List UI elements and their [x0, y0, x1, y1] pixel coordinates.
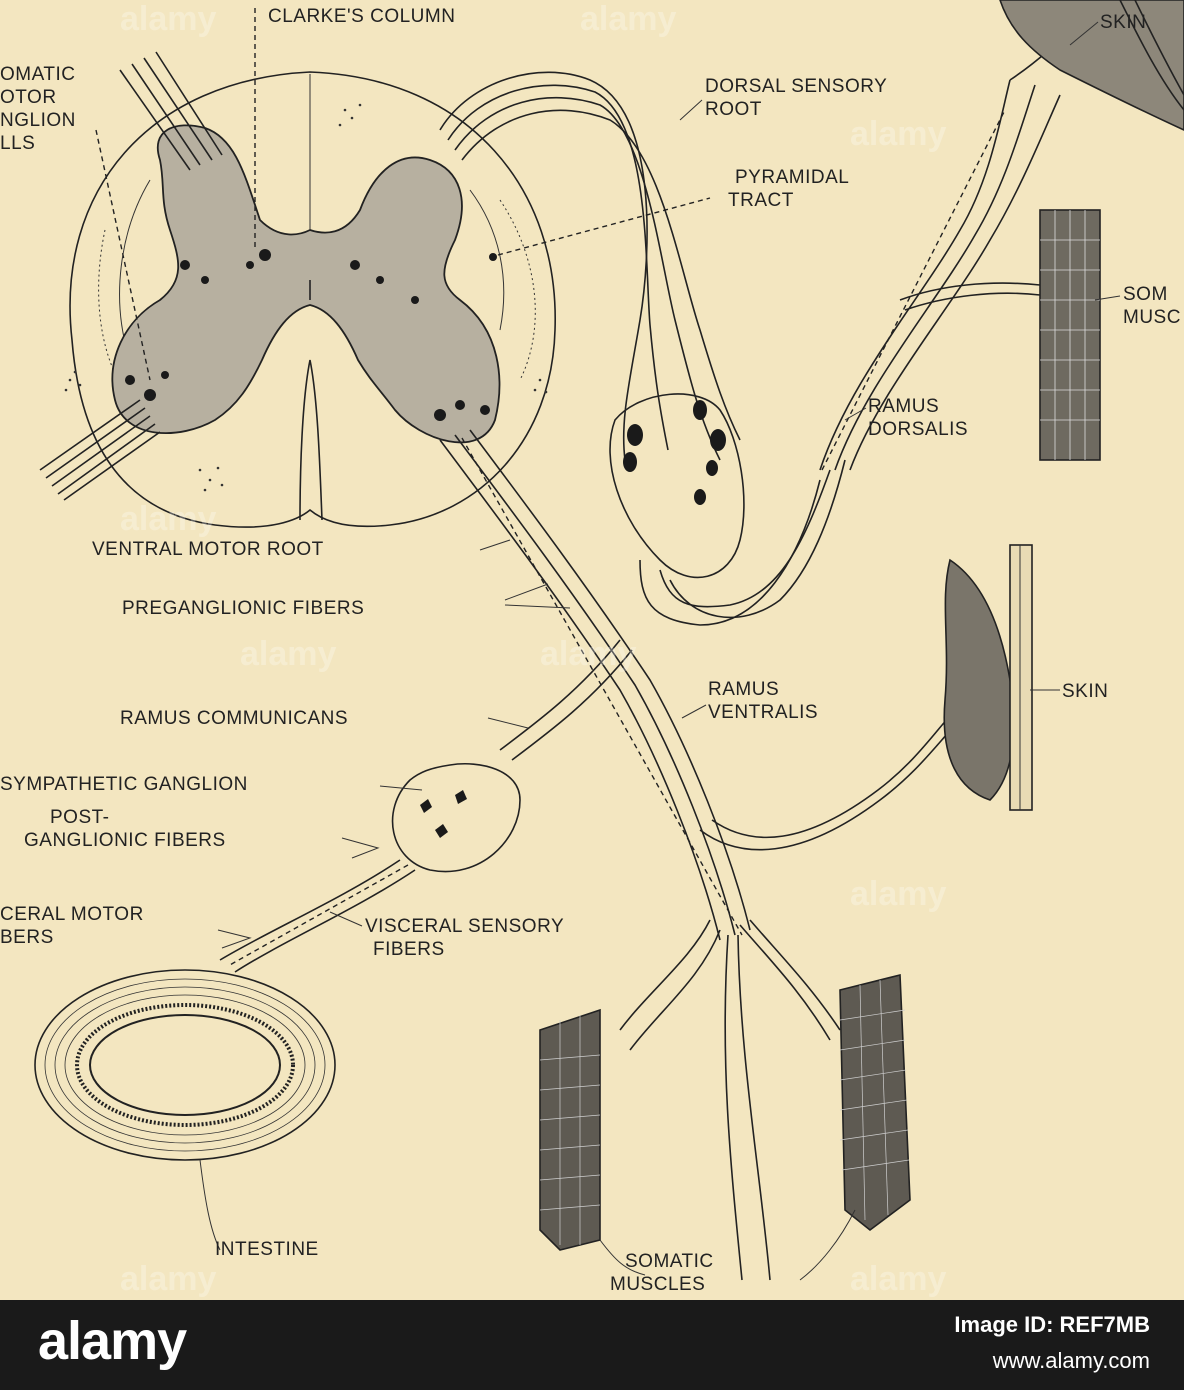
watermark: alamy: [850, 875, 946, 913]
lower-branches: [619, 919, 841, 1281]
ventral-root-left: [39, 399, 161, 501]
brand-logo: alamy: [38, 1311, 187, 1371]
label-intestine: INTESTINE: [215, 1239, 319, 1260]
grey-matter: [111, 124, 501, 444]
label-skin-top: SKIN: [1100, 12, 1146, 33]
label-somatic-muscles-1: SOMATIC: [625, 1251, 714, 1272]
clarkes-column-cell: [246, 261, 254, 269]
ganglion-cell: [706, 460, 718, 476]
motor-ganglion-cell: [125, 375, 135, 385]
ganglion-cell: [623, 452, 637, 472]
watermark: alamy: [240, 635, 336, 673]
somatic-muscle-right: [1039, 209, 1101, 461]
label-somatic-motor-3: NGLION: [0, 110, 76, 131]
skin-top: [999, 0, 1184, 131]
watermark: alamy: [120, 500, 216, 538]
ganglion-cell: [710, 429, 726, 451]
pyramidal-tract-marker: [489, 253, 497, 261]
somatic-muscle-bottom-left: [539, 1008, 646, 1276]
watermark: alamy: [850, 1260, 946, 1298]
diagram-stage: CLARKE'S COLUMN SKIN OMATIC OTOR NGLION …: [0, 0, 1184, 1298]
label-pyramidal-tract-2: TRACT: [728, 190, 794, 211]
label-somatic-muscle-right-2: MUSC: [1123, 307, 1181, 328]
neuron-cells: [125, 249, 490, 421]
clarkes-column-cell: [259, 249, 271, 261]
label-ramus-ventralis-2: VENTRALIS: [708, 702, 818, 723]
spinal-cord: [64, 71, 711, 528]
somatic-motor-leader: [95, 129, 151, 381]
ganglion-cell: [693, 400, 707, 420]
label-somatic-muscles-2: MUSCLES: [610, 1274, 705, 1295]
neuron-cell: [376, 276, 384, 284]
label-ramus-ventralis-1: RAMUS: [708, 679, 779, 700]
label-skin-right: SKIN: [1062, 681, 1108, 702]
intestine-leader: [199, 1159, 221, 1251]
tract-dots: [64, 103, 548, 492]
label-dorsal-sensory-root-2: ROOT: [705, 99, 762, 120]
somatic-muscle-bottom-right: [799, 973, 911, 1281]
ventral-fissure: [299, 359, 323, 521]
label-ramus-dorsalis-1: RAMUS: [868, 396, 939, 417]
motor-ganglion-cell: [144, 389, 156, 401]
label-visceral-sensory-2: FIBERS: [373, 939, 445, 960]
dorsal-root-ganglion: [609, 393, 745, 579]
label-postganglionic-2: GANGLIONIC FIBERS: [24, 830, 226, 851]
label-ramus-communicans: RAMUS COMMUNICANS: [120, 708, 348, 729]
descending-fibers: [95, 51, 223, 381]
site-url[interactable]: www.alamy.com: [992, 1348, 1150, 1373]
ventral-motor-root-trunk: [439, 429, 751, 941]
white-matter-boundary-right: [499, 199, 536, 381]
white-matter-line-right: [469, 189, 505, 331]
motor-ganglion-cell: [455, 400, 465, 410]
label-visceral-motor-2: BERS: [0, 927, 54, 948]
watermark: alamy: [120, 0, 216, 38]
watermark: alamy: [580, 0, 676, 38]
label-ramus-dorsalis-2: DORSALIS: [868, 419, 968, 440]
watermark: alamy: [120, 1260, 216, 1298]
label-postganglionic-1: POST-: [50, 807, 110, 828]
intestine: [34, 969, 336, 1251]
label-ventral-motor-root: VENTRAL MOTOR ROOT: [92, 539, 324, 560]
ramus-ventralis: [699, 709, 961, 851]
label-preganglionic-fibers: PREGANGLIONIC FIBERS: [122, 598, 364, 619]
label-sympathetic-ganglion: SYMPATHETIC GANGLION: [0, 774, 248, 795]
spinal-nerve-diagram: CLARKE'S COLUMN SKIN OMATIC OTOR NGLION …: [0, 0, 1184, 1298]
ganglion-cell: [627, 424, 643, 446]
label-visceral-motor-1: CERAL MOTOR: [0, 904, 144, 925]
sympathetic-chain: [219, 639, 633, 973]
labels: CLARKE'S COLUMN SKIN OMATIC OTOR NGLION …: [0, 6, 1181, 1295]
label-visceral-sensory-1: VISCERAL SENSORY: [365, 916, 564, 937]
label-somatic-motor-1: OMATIC: [0, 64, 75, 85]
label-pyramidal-tract-1: PYRAMIDAL: [735, 167, 849, 188]
sympathetic-ganglion: [391, 762, 521, 873]
motor-ganglion-cell: [161, 371, 169, 379]
motor-ganglion-cell: [434, 409, 446, 421]
label-somatic-muscle-right-1: SOM: [1123, 284, 1168, 305]
neuron-cell: [350, 260, 360, 270]
skin-right: [943, 544, 1033, 811]
neuron-cell: [411, 296, 419, 304]
cord-outline: [69, 71, 556, 528]
label-somatic-motor-4: LLS: [0, 133, 35, 154]
ganglion-cell: [694, 489, 706, 505]
pyramidal-tract-leader: [497, 197, 711, 256]
neuron-cell: [201, 276, 209, 284]
image-id: Image ID: REF7MB: [954, 1312, 1150, 1337]
ramus-dorsalis: [819, 29, 1071, 471]
label-somatic-motor-2: OTOR: [0, 87, 57, 108]
label-dorsal-sensory-root-1: DORSAL SENSORY: [705, 76, 887, 97]
watermarks: alamy alamy alamy alamy alamy alamy alam…: [120, 0, 946, 1298]
label-clarkes-column: CLARKE'S COLUMN: [268, 6, 455, 27]
neuron-cell: [180, 260, 190, 270]
footer-bar: alamy Image ID: REF7MB www.alamy.com: [0, 1300, 1184, 1390]
watermark: alamy: [540, 635, 636, 673]
dorsal-sensory-root: [439, 71, 846, 626]
motor-ganglion-cell: [480, 405, 490, 415]
watermark: alamy: [850, 115, 946, 153]
